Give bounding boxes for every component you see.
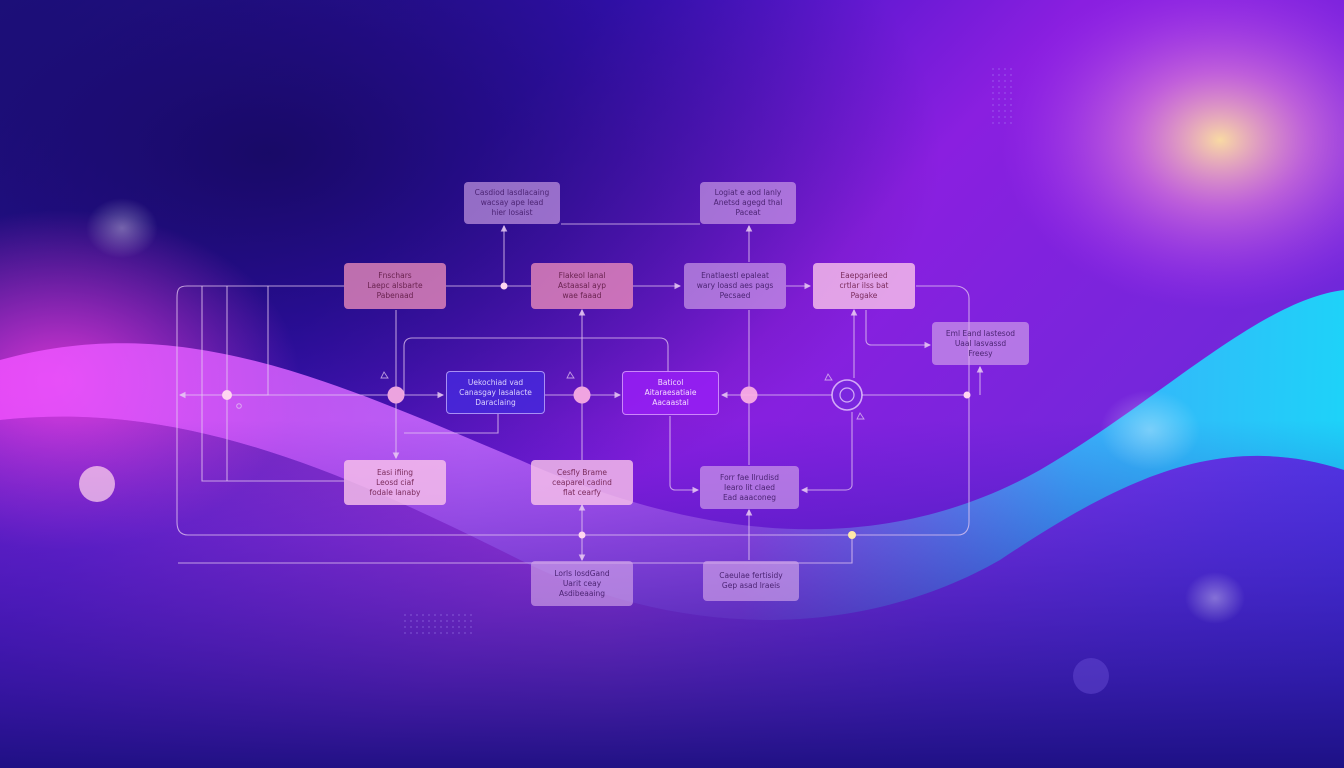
node-text: Caeulae fertisidy bbox=[719, 571, 783, 580]
node-text: Casdiod lasdlacaing bbox=[474, 188, 550, 197]
node-text: Pecsaed bbox=[719, 291, 751, 300]
node-text: crtlar ilss bat bbox=[839, 281, 889, 290]
diagram-node: Baticol Aitaraesatiaie Aacaastal bbox=[622, 371, 719, 415]
node-text: Forr fae Ilrudisd bbox=[720, 472, 779, 482]
node-text: ceaparel cadind bbox=[552, 477, 612, 487]
node-text: Uaal lasvassd bbox=[954, 338, 1007, 348]
diagram-node: Flakeol lanal Astaasal ayp wae faaad bbox=[531, 263, 633, 309]
node-text: hier losaist bbox=[491, 208, 533, 217]
node-text: Baticol bbox=[657, 378, 684, 387]
node-text: Iearo lit claed bbox=[724, 482, 775, 492]
node-text: wacsay ape lead bbox=[480, 198, 544, 207]
node-text: Asdibeaaing bbox=[558, 588, 606, 598]
node-text: Aitaraesatiaie bbox=[644, 388, 697, 397]
node-text: Astaasal ayp bbox=[558, 281, 606, 290]
diagram-node: Enatlaestl epaleat wary loasd aes pags P… bbox=[684, 263, 786, 309]
node-text: Lorls losdGand bbox=[554, 568, 610, 578]
node-text: Aacaastal bbox=[652, 398, 689, 407]
diagram-node: Eaepgarieed crtlar ilss bat Pagake bbox=[813, 263, 915, 309]
node-text: Ead aaaconeg bbox=[722, 492, 777, 502]
diagram-node: Eml Eand lastesod Uaal lasvassd Freesy bbox=[932, 322, 1029, 365]
node-text: Flakeol lanal bbox=[558, 271, 606, 280]
diagram-node: Easi ifiing Leosd ciaf fodale lanaby bbox=[344, 460, 446, 505]
node-text: Paceat bbox=[735, 208, 761, 217]
node-text: Cesfly Brame bbox=[556, 467, 608, 477]
node-text: Pabenaad bbox=[376, 291, 414, 300]
node-text: fodale lanaby bbox=[369, 487, 421, 497]
node-text: Freesy bbox=[968, 348, 993, 358]
diagram-node: Uekochiad vad Canasgay lasalacte Daracla… bbox=[446, 371, 545, 414]
diagram-node: Fnschars Laepc alsbarte Pabenaad bbox=[344, 263, 446, 309]
node-text: Daraclaing bbox=[475, 397, 516, 407]
node-text: Anetsd agegd thal bbox=[713, 198, 783, 207]
node-text: Eaepgarieed bbox=[840, 271, 888, 280]
node-text: Eml Eand lastesod bbox=[945, 328, 1016, 338]
diagram-node: Caeulae fertisidy Gep asad lraeis bbox=[703, 561, 799, 601]
diagram-node: Lorls losdGand Uarit ceay Asdibeaaing bbox=[531, 561, 633, 606]
node-text: wae faaad bbox=[562, 291, 602, 300]
node-text: wary loasd aes pags bbox=[696, 281, 774, 290]
node-text: Fnschars bbox=[378, 271, 412, 280]
node-text: flat cearfy bbox=[562, 487, 601, 497]
node-text: Laepc alsbarte bbox=[367, 281, 423, 290]
node-text: Gep asad lraeis bbox=[721, 581, 781, 590]
node-text: Pagake bbox=[850, 291, 878, 300]
node-text: Enatlaestl epaleat bbox=[701, 271, 769, 280]
diagram-node: Cesfly Brame ceaparel cadind flat cearfy bbox=[531, 460, 633, 505]
node-text: Uarit ceay bbox=[562, 578, 602, 588]
node-text: Canasgay lasalacte bbox=[459, 387, 532, 397]
node-text: Logiat e aod lanly bbox=[714, 188, 782, 197]
node-text: Uekochiad vad bbox=[467, 377, 524, 387]
node-text: Easi ifiing bbox=[376, 467, 414, 477]
node-text: Leosd ciaf bbox=[376, 477, 414, 487]
diagram-node: Logiat e aod lanly Anetsd agegd thal Pac… bbox=[700, 182, 796, 224]
diagram-node: Casdiod lasdlacaing wacsay ape lead hier… bbox=[464, 182, 560, 224]
diagram-node: Forr fae Ilrudisd Iearo lit claed Ead aa… bbox=[700, 466, 799, 509]
